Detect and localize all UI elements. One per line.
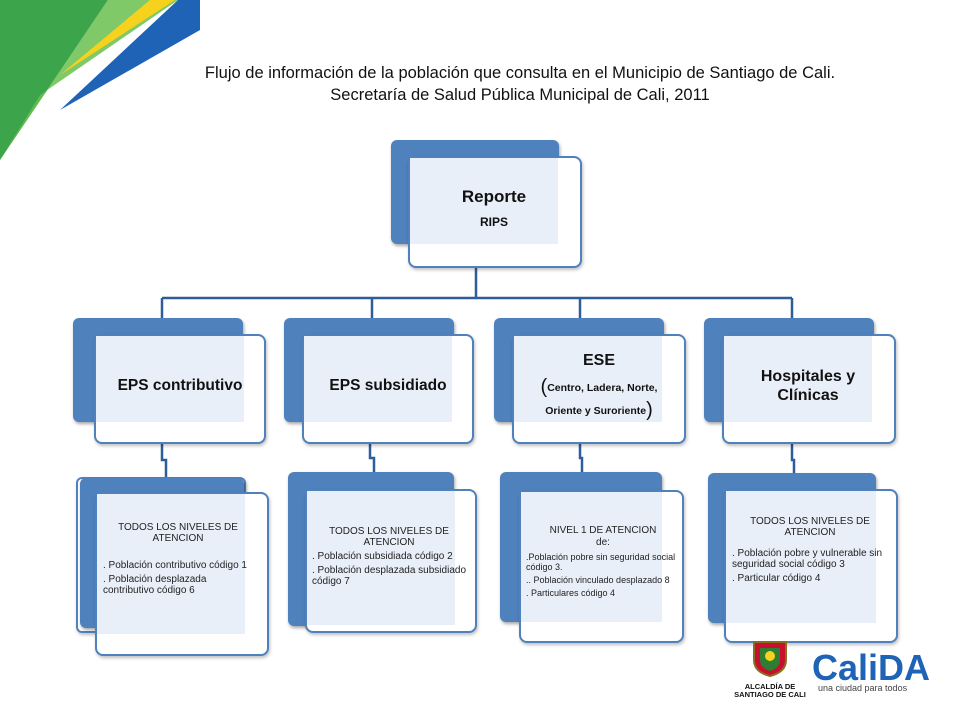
detail-line: . Particular código 4 [732,573,821,584]
detail-line: . Población desplazada subsidiado código… [312,565,466,587]
calida-logo: CaliDA [812,647,930,686]
corner-decoration [0,0,200,160]
branch-label: Hospitales y Clínicas [760,368,856,404]
alcaldia-logo: ALCALDÍA DE SANTIAGO DE CALI [718,638,822,699]
alcaldia-line-1: ALCALDÍA DE [744,682,796,691]
detail-line: . Particulares código 4 [526,588,616,598]
branch-label: ESE [582,352,615,369]
detail-line: . Población contributivo código 1 [103,560,247,571]
detail-heading-2: de: [596,537,610,548]
title-line-1: Flujo de información de la población que… [204,64,836,82]
diagram-title: Flujo de información de la población que… [100,62,940,106]
branch-label: EPS subsidiado [329,377,447,394]
detail-heading: TODOS LOS NIVELES DE ATENCION [118,522,238,544]
detail-heading: NIVEL 1 DE ATENCION [549,525,657,536]
detail-line: . Población desplazada contributivo códi… [103,574,207,596]
detail-line: . Población subsidiada código 2 [312,551,453,562]
detail-line: . Población pobre y vulnerable sin segur… [732,548,883,570]
detail-line: .. Población vinculado desplazado 8 [526,575,670,585]
root-sublabel: RIPS [479,215,508,229]
root-label: Reporte [461,187,527,206]
branch-sublabel: (Centro, Ladera, Norte, Oriente y Surori… [540,376,658,421]
detail-heading: TODOS LOS NIVELES DE ATENCION [750,516,870,538]
detail-line: .Población pobre sin seguridad social có… [526,552,676,572]
alcaldia-line-2: SANTIAGO DE CALI [734,690,806,699]
shield-icon [753,641,787,678]
calida-tagline: una ciudad para todos [818,683,908,693]
title-line-2: Secretaría de Salud Pública Municipal de… [330,86,710,104]
calida-wordmark: CaliDA [812,647,930,686]
branch-label: EPS contributivo [117,377,243,394]
detail-heading: TODOS LOS NIVELES DE ATENCION [329,526,449,548]
